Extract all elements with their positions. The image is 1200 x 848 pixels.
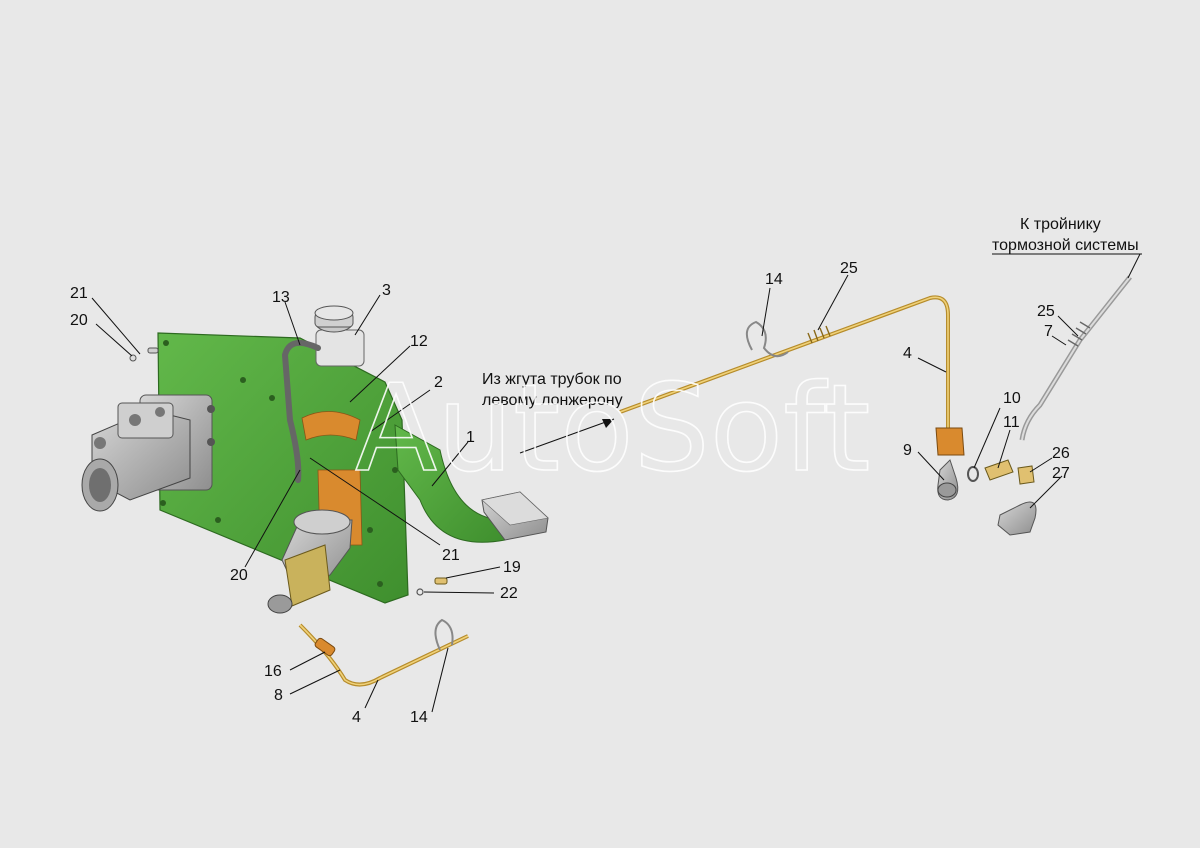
callout-14-lower: 14 <box>410 709 428 726</box>
callout-7: 7 <box>1044 323 1053 340</box>
pushrod-cylinder <box>267 509 353 614</box>
plate-holes <box>160 340 398 587</box>
tube-spring-25 <box>807 325 831 344</box>
tee-tube-spring <box>1067 321 1091 347</box>
watermark-logo: AutoSoft <box>355 360 870 499</box>
elbow-27 <box>997 501 1037 536</box>
text-annotations: Из жгута трубок по левому лонжерону К тр… <box>482 216 1139 409</box>
callout-25-right: 25 <box>1037 303 1055 320</box>
callout-4-lower: 4 <box>352 709 361 726</box>
tee-tube <box>1019 275 1132 441</box>
callout-9: 9 <box>903 442 912 459</box>
callout-11: 11 <box>1003 414 1020 431</box>
upper-clip <box>745 320 789 358</box>
callout-4-upper: 4 <box>903 345 912 362</box>
bolt-11 <box>984 459 1014 481</box>
reservoir-hose <box>281 339 321 483</box>
annotation-to-tee-line1: К тройнику <box>1020 216 1101 233</box>
master-cylinder <box>81 394 215 512</box>
tube-nut <box>935 427 965 456</box>
callout-19: 19 <box>503 559 521 576</box>
callout-22: 22 <box>500 585 518 602</box>
callout-numbers: 21 20 13 3 12 2 1 21 20 19 22 16 8 4 14 … <box>70 260 1070 726</box>
callout-8: 8 <box>274 687 283 704</box>
small-pins <box>129 347 448 596</box>
annotation-from-harness-line2: левому лонжерону <box>482 392 623 409</box>
callout-25-upper: 25 <box>840 260 858 277</box>
fittings <box>937 459 1037 536</box>
pedal-bracket-assembly <box>81 305 549 614</box>
lower-clip <box>434 618 454 651</box>
fitting-26 <box>1017 465 1035 485</box>
callout-20-lower: 20 <box>230 567 248 584</box>
fluid-reservoir <box>314 305 365 367</box>
callout-14-upper: 14 <box>765 271 783 288</box>
callout-21-lower: 21 <box>442 547 460 564</box>
callout-12: 12 <box>410 333 428 350</box>
callout-10: 10 <box>1003 390 1021 407</box>
callout-26: 26 <box>1052 445 1070 462</box>
callout-3: 3 <box>382 282 391 299</box>
callout-16: 16 <box>264 663 282 680</box>
orange-bracket-upper <box>301 411 361 441</box>
annotation-from-harness-line1: Из жгута трубок по <box>482 371 622 388</box>
upper-tube-assembly <box>619 295 965 456</box>
callout-20: 20 <box>70 312 88 329</box>
callout-21: 21 <box>70 285 88 302</box>
annotation-to-tee-line2: тормозной системы <box>992 237 1139 254</box>
callout-1: 1 <box>466 429 475 446</box>
callout-27: 27 <box>1052 465 1070 482</box>
leader-lines <box>91 253 1142 713</box>
lower-tube-assembly <box>298 618 469 687</box>
washer-10 <box>967 466 979 482</box>
callout-2: 2 <box>434 374 443 391</box>
callout-13: 13 <box>272 289 290 306</box>
tee-tube-assembly <box>1019 275 1132 441</box>
